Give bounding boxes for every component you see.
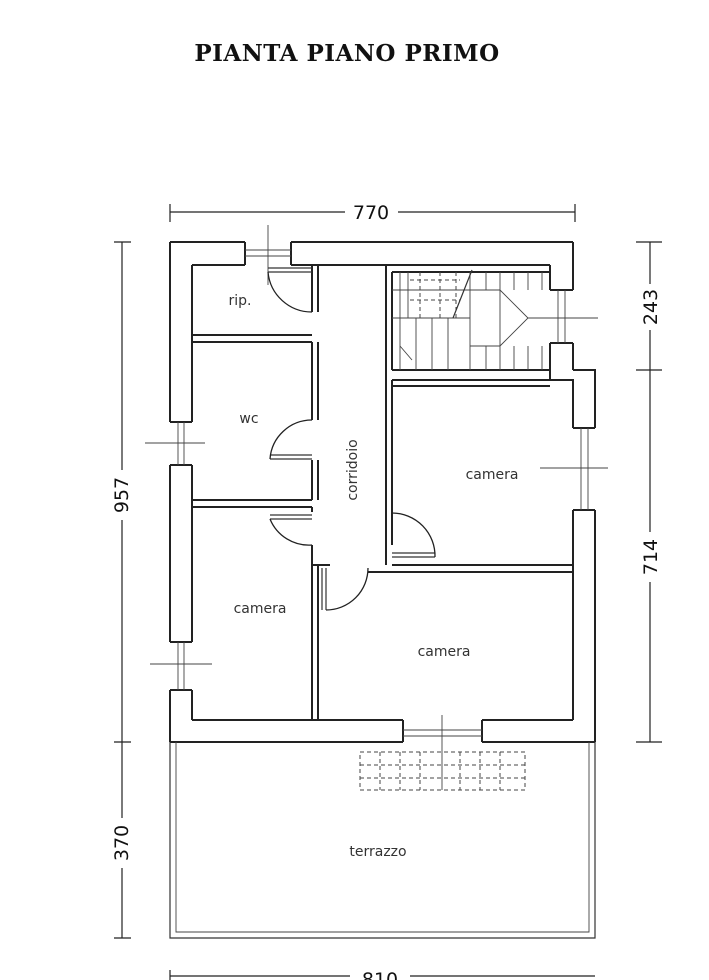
terrace — [169, 742, 596, 939]
dimension-top-width: 770 — [353, 202, 389, 224]
interior-walls — [192, 264, 573, 720]
dimension-terrace-depth: 370 — [111, 825, 133, 861]
doors — [267, 267, 436, 611]
room-label-rip: rip. — [229, 293, 252, 309]
dimension-bottom-width: 810 — [362, 969, 398, 980]
outer-walls — [169, 241, 596, 743]
page-title: PIANTA PIANO PRIMO — [194, 40, 500, 67]
staircase — [392, 269, 550, 370]
dimension-right-upper: 243 — [640, 289, 662, 325]
room-label-wc: wc — [239, 411, 258, 427]
dimension-lines — [114, 204, 662, 980]
room-label-corridoio: corridoio — [345, 439, 361, 500]
room-label-camera-s: camera — [418, 644, 471, 660]
dimension-left-height: 957 — [111, 477, 133, 513]
dimension-right-lower: 714 — [640, 539, 662, 575]
room-label-camera-w: camera — [234, 601, 287, 617]
room-label-camera-ne: camera — [466, 467, 519, 483]
room-label-terrazzo: terrazzo — [349, 844, 406, 860]
